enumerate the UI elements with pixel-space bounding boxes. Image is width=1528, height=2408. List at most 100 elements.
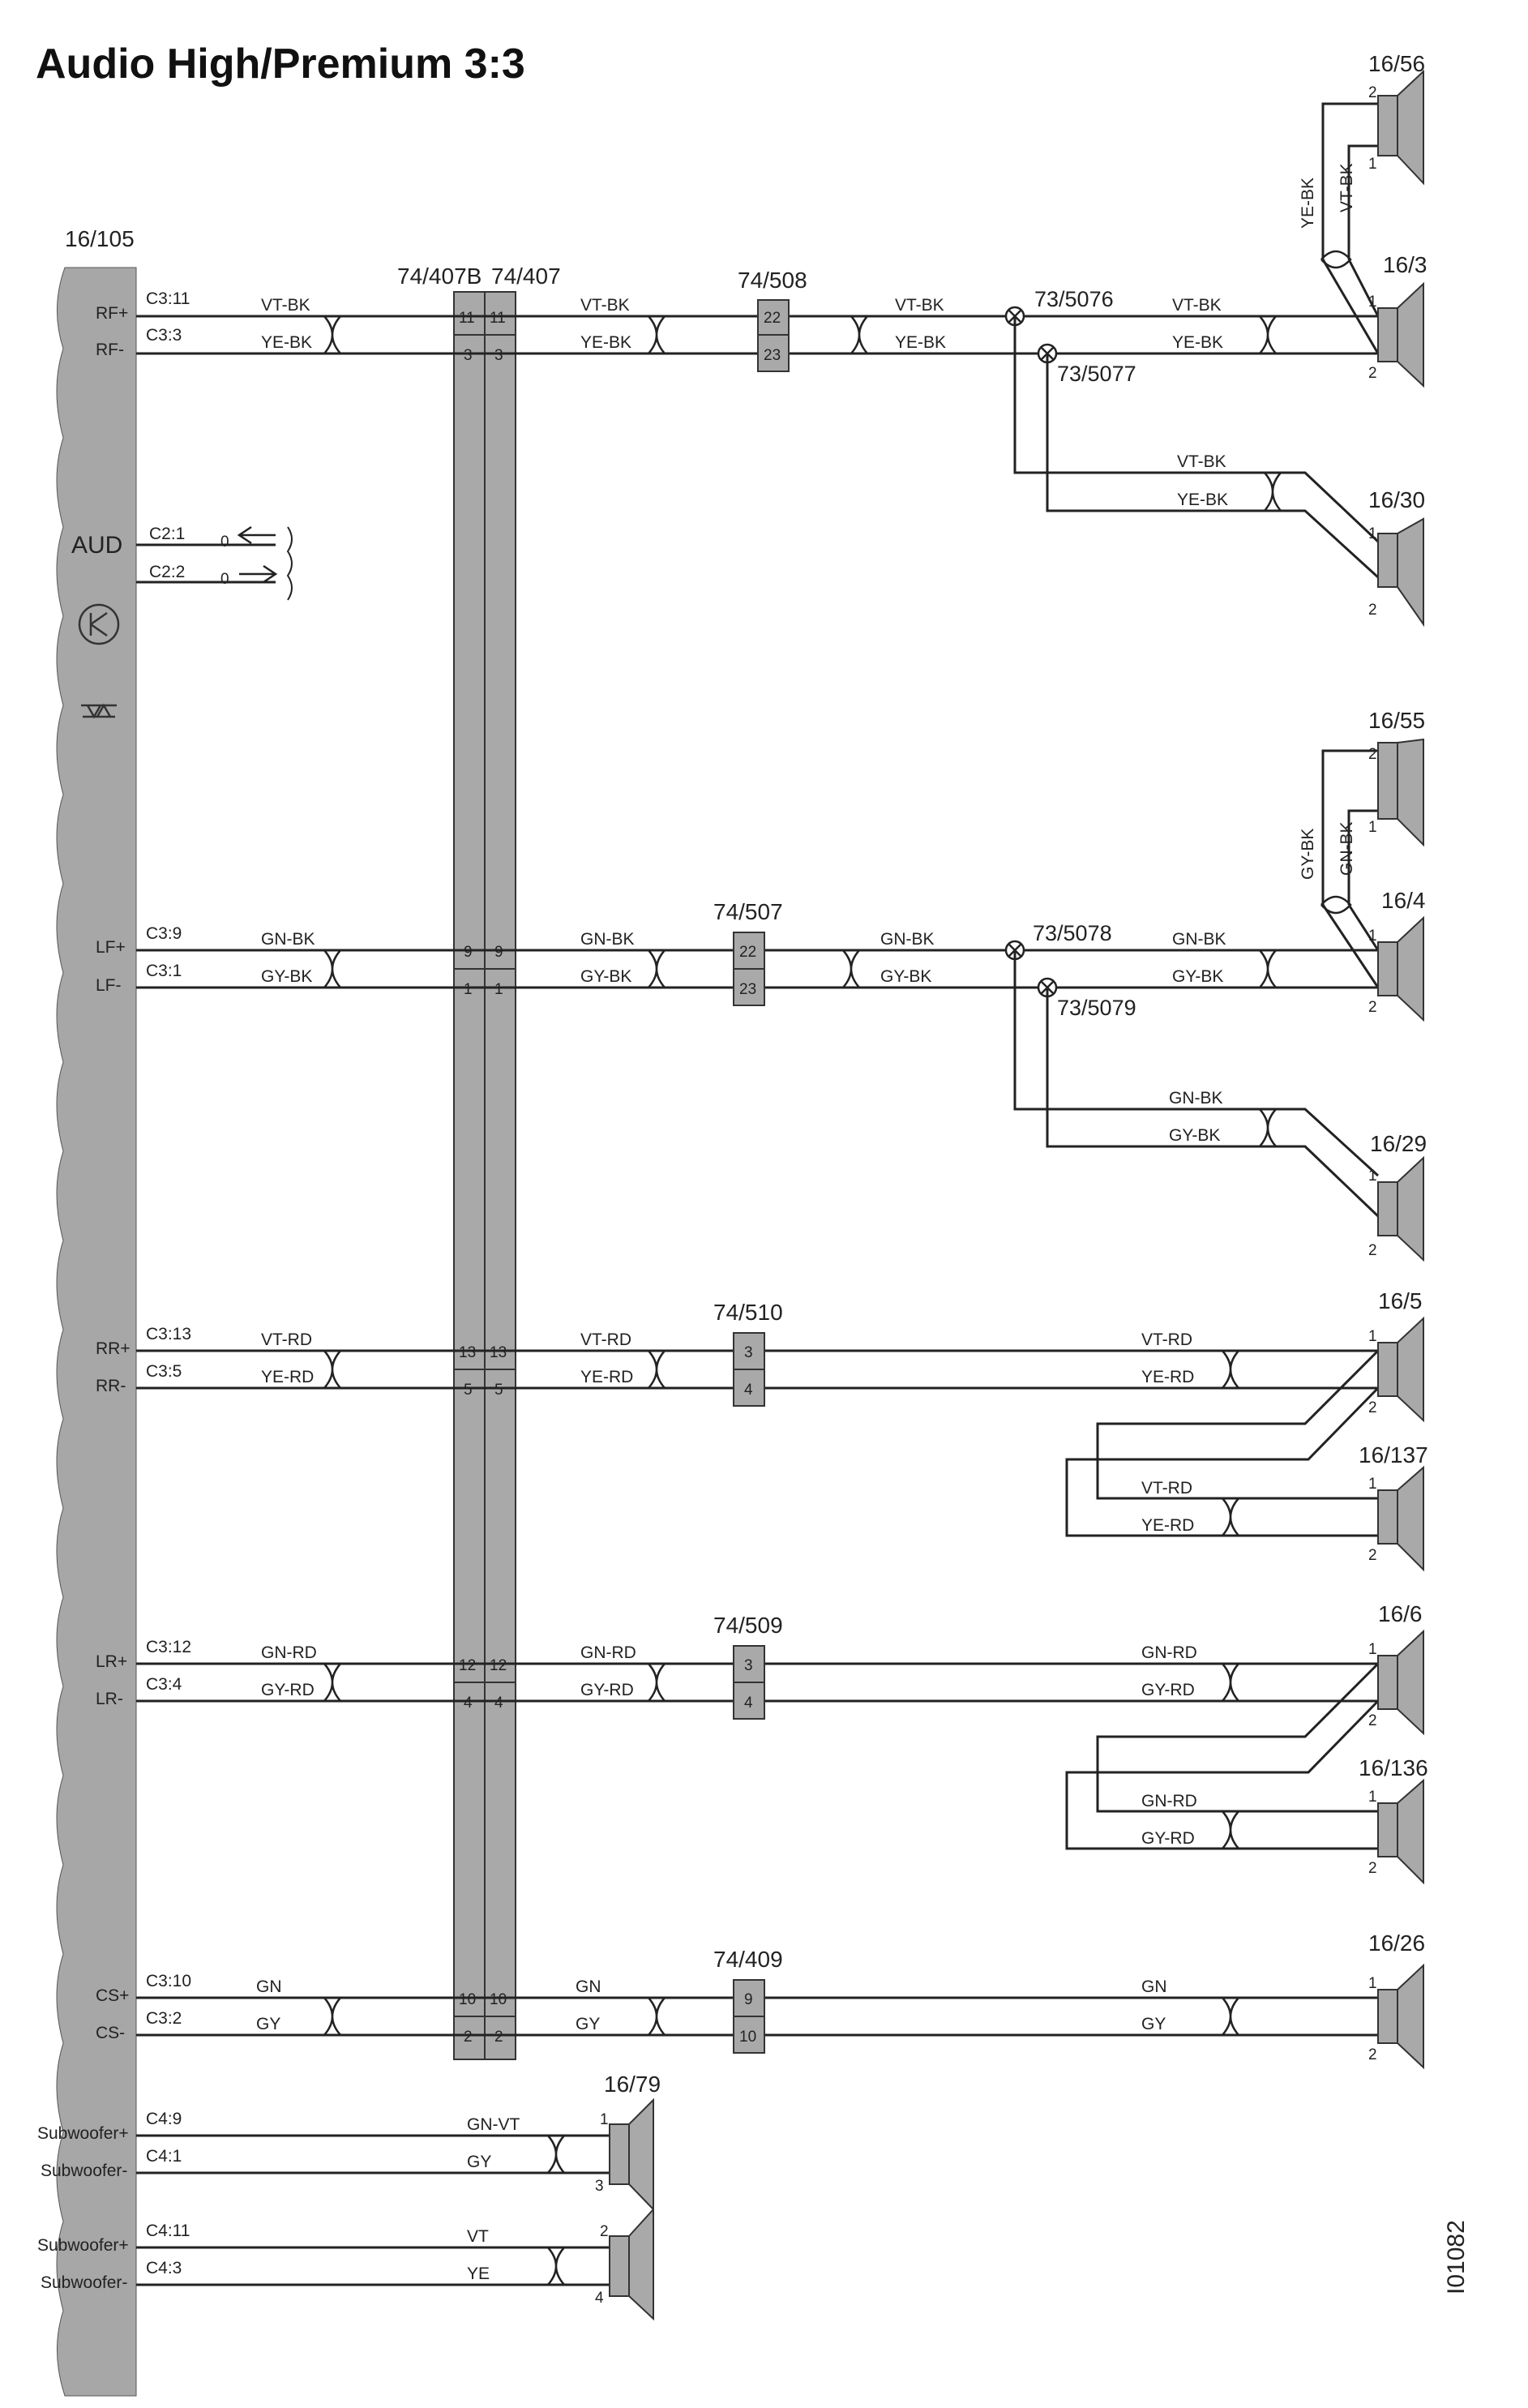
- lf-wire-color-1: GN-BK: [261, 930, 315, 949]
- speaker-body: [1377, 941, 1398, 996]
- aud-zero-2: 0: [220, 571, 229, 588]
- speaker-16-136: 16/136 1 2: [1359, 1755, 1428, 1885]
- speaker-label: 16/137: [1359, 1442, 1428, 1468]
- speaker-16-30: 16/30 1 2: [1368, 487, 1425, 628]
- rr-link-wire-2: [1065, 1386, 1380, 1537]
- conn-pin-3a: 3: [464, 347, 473, 364]
- connector-74-407: [484, 291, 516, 2060]
- speaker-body: [1377, 1802, 1398, 1857]
- conn-pin-3: 3: [744, 1657, 753, 1674]
- pin-c3-3: C3:3: [146, 326, 182, 345]
- document-id: I01082: [1443, 2220, 1470, 2294]
- rf-plus-label: RF+: [96, 304, 128, 323]
- conn-pin-23: 23: [764, 347, 781, 364]
- speaker-16-5: 16/5 1 2: [1368, 1288, 1424, 1423]
- conn-pin-4a: 4: [464, 1695, 473, 1712]
- aud-zero-1: 0: [220, 533, 229, 551]
- twisted-pair-icon: [648, 1350, 666, 1389]
- tweeter-link-2: [1347, 904, 1380, 951]
- lf-branch-wire-1: [1013, 950, 1380, 1177]
- speaker-16-29: 16/29 1 2: [1368, 1131, 1427, 1262]
- rf-circuit: RF+ RF- C3:11 C3:3 VT-BK YE-BK 11 11 3 3…: [96, 102, 1380, 579]
- conn-pin-13a: 13: [459, 1344, 476, 1361]
- pin-c3-1: C3:1: [146, 962, 182, 980]
- speaker-label: 16/56: [1368, 51, 1425, 76]
- splice-73-5079: 73/5079: [1057, 996, 1136, 1020]
- terminal-1: 1: [1368, 156, 1377, 173]
- cs-circuit: CS+ CS- C3:10 C3:2 GN GY 10 10 2 2 GN GY…: [96, 1947, 1378, 2054]
- connector-74-409-label: 74/409: [713, 1947, 783, 1972]
- pin-c3-12: C3:12: [146, 1638, 191, 1656]
- rf-branch-wire-2: [1046, 353, 1380, 579]
- transistor-symbol: [89, 611, 108, 637]
- rr-wire-color-2: YE-RD: [261, 1368, 314, 1386]
- speaker-label: 16/136: [1359, 1755, 1428, 1780]
- transistor-icon: [78, 603, 120, 645]
- twisted-pair-icon: [323, 1350, 341, 1389]
- cs-wire-color-6: GY: [1141, 2015, 1166, 2033]
- cs-plus-label: CS+: [96, 1986, 129, 2005]
- rr-wire-color-6: YE-RD: [1141, 1368, 1194, 1386]
- speaker-cone: [1397, 1465, 1424, 1572]
- conn-pin-4: 4: [744, 1695, 753, 1712]
- speaker-cone: [1397, 1629, 1424, 1736]
- pin-c3-4: C3:4: [146, 1675, 182, 1694]
- pin-c4-3: C4:3: [146, 2259, 182, 2277]
- cs-wire-color-3: GN: [576, 1977, 601, 1996]
- pin-c2-1: C2:1: [149, 525, 185, 543]
- lr-minus-label: LR-: [96, 1690, 123, 1708]
- lf-wire-color-6: GY-BK: [880, 967, 931, 986]
- terminal-1: 1: [1368, 1328, 1377, 1345]
- speaker-16-3: 16/3 1 2: [1368, 252, 1427, 388]
- twisted-pair-icon: [1264, 472, 1282, 512]
- rf-wire-color-9: VT-BK: [1177, 452, 1226, 471]
- sub-plus-label-1: Subwoofer+: [37, 2124, 129, 2143]
- terminal-2: 2: [1368, 1712, 1377, 1729]
- splice-73-5078: 73/5078: [1033, 921, 1112, 945]
- lf-wire-color-3: GN-BK: [580, 930, 635, 949]
- cs-wire-color-1: GN: [256, 1977, 282, 1996]
- module-id: 16/105: [65, 226, 135, 251]
- arrow-right-icon: [239, 564, 278, 584]
- lr-plus-label: LR+: [96, 1652, 127, 1671]
- speaker-label: 16/6: [1378, 1601, 1423, 1626]
- twisted-pair-icon: [1222, 1997, 1239, 2036]
- twisted-pair-icon: [648, 949, 666, 988]
- rf-wire-color-5: VT-BK: [895, 296, 944, 315]
- sub-minus-label-1: Subwoofer-: [41, 2162, 127, 2180]
- sub-wire-color-2: GY: [467, 2153, 491, 2171]
- lr-wire-color-4: GY-RD: [580, 1681, 634, 1699]
- conn-pin-11a: 11: [459, 310, 475, 327]
- lf-wire-color-5: GN-BK: [880, 930, 935, 949]
- conn-pin-3b: 3: [494, 347, 503, 364]
- page-title: Audio High/Premium 3:3: [36, 41, 525, 88]
- conn-pin-1b: 1: [494, 981, 503, 998]
- lr-circuit: LR+ LR- C3:12 C3:4 GN-RD GY-RD 12 12 4 4…: [96, 1613, 1380, 1850]
- terminal-2: 2: [1368, 746, 1377, 763]
- conn-pin-23: 23: [739, 981, 756, 998]
- connector-74-407b-label: 74/407B: [397, 264, 482, 289]
- twisted-pair-icon: [1222, 1350, 1239, 1389]
- rf-wire-color-8: YE-BK: [1172, 333, 1223, 352]
- speaker-16-56: 16/56 2 1: [1368, 51, 1425, 186]
- twisted-pair-icon: [1259, 949, 1277, 988]
- rr-wire-color-1: VT-RD: [261, 1330, 312, 1349]
- rf-wire-color-7: VT-BK: [1172, 296, 1222, 315]
- speaker-16-79-body-2: [609, 2235, 630, 2297]
- connector-74-508-label: 74/508: [738, 268, 807, 293]
- lr-wire-color-5: GN-RD: [1141, 1643, 1197, 1662]
- speaker-body: [1377, 1489, 1398, 1545]
- pin-c4-11: C4:11: [146, 2222, 190, 2240]
- connector-74-507-label: 74/507: [713, 899, 783, 924]
- conn-pin-2b: 2: [494, 2029, 503, 2046]
- cs-wire-color-5: GN: [1141, 1977, 1167, 1996]
- connector-74-407b: [453, 291, 486, 2060]
- twisted-pair-icon: [547, 2247, 565, 2286]
- lf-wire-color-4: GY-BK: [580, 967, 631, 986]
- speaker-16-26: 16/26 1 2: [1368, 1930, 1425, 2070]
- speaker-16-4: 16/4 1 2: [1368, 888, 1426, 1022]
- speaker-body: [1377, 1989, 1398, 2044]
- speaker-cone: [1397, 69, 1424, 186]
- conn-pin-11b: 11: [490, 310, 506, 327]
